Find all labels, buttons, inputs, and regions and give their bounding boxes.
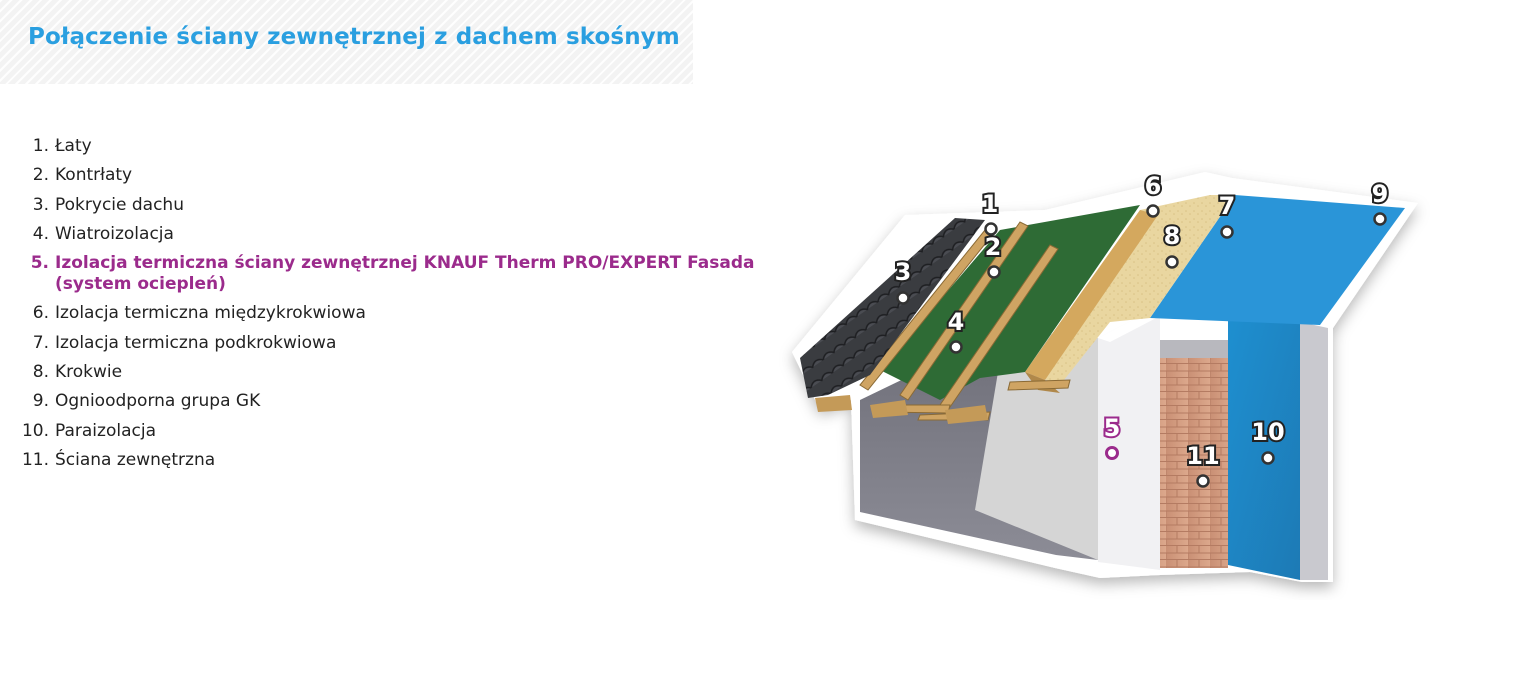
legend-item-number: 7. — [32, 332, 49, 353]
legend-item-label: Ściana zewnętrzna — [55, 449, 216, 470]
legend-item: 11. Ściana zewnętrzna — [0, 450, 775, 471]
legend-item-number: 8. — [32, 362, 49, 383]
svg-text:3: 3 — [895, 258, 912, 286]
header-band: Połączenie ściany zewnętrznej z dachem s… — [0, 0, 693, 84]
diagram-markers: 1 2 3 4 5 6 7 8 — [893, 170, 1390, 488]
legend-item-highlighted: 5. Izolacja termiczna ściany zewnętrznej … — [0, 253, 775, 295]
legend-item: 8. Krokwie — [0, 362, 775, 383]
legend-item-label: Izolacja termiczna podkrokwiowa — [55, 332, 337, 353]
vapor-barrier-ceiling — [1150, 195, 1405, 325]
wall-top-beam — [1160, 340, 1228, 358]
legend-item-number: 11. — [21, 449, 49, 470]
brick-wall — [1160, 358, 1228, 568]
svg-text:1: 1 — [982, 190, 999, 218]
legend-item-label: Ognioodporna grupa GK — [55, 391, 261, 412]
legend-item-number: 1. — [32, 136, 49, 156]
marker-1: 1 — [980, 188, 1000, 236]
marker-5: 5 — [1102, 412, 1122, 460]
legend-item: 10. Paraizolacja — [0, 421, 775, 442]
svg-text:7: 7 — [1219, 192, 1236, 220]
roof-wall-cross-section-diagram: 1 2 3 4 5 6 7 8 — [792, 170, 1418, 582]
marker-8: 8 — [1162, 220, 1182, 269]
legend-list: 1. Łaty 2. Kontrłaty 3. Pokrycie dachu 4. Wi… — [0, 136, 775, 479]
svg-text:9: 9 — [1372, 180, 1389, 208]
legend-item-label: Łaty — [55, 136, 92, 156]
legend-item-number: 5. — [30, 253, 49, 274]
svg-text:6: 6 — [1145, 172, 1162, 200]
marker-10: 10 — [1249, 416, 1287, 465]
legend-item-label: Wiatroizolacja — [55, 223, 174, 244]
legend-item: 2. Kontrłaty — [0, 165, 775, 186]
page-title: Połączenie ściany zewnętrznej z dachem s… — [28, 24, 680, 50]
legend-item-number: 4. — [32, 223, 49, 244]
mineral-wool-insulation — [1025, 195, 1235, 385]
legend-item-label: Pokrycie dachu — [55, 194, 184, 215]
facade-insulation-eps — [1098, 312, 1160, 570]
legend-item-number: 2. — [32, 165, 49, 186]
legend-item: 9. Ognioodporna grupa GK — [0, 391, 775, 412]
legend-item-number: 9. — [32, 391, 49, 412]
svg-text:2: 2 — [985, 233, 1002, 261]
legend-item: 3. Pokrycie dachu — [0, 195, 775, 216]
legend-item-label: Izolacja termiczna ściany zewnętrznej KN… — [55, 253, 755, 295]
facade-insulation-eps-top — [1098, 312, 1160, 342]
marker-9: 9 — [1370, 178, 1390, 226]
eave-beams — [815, 395, 988, 424]
marker-4: 4 — [946, 306, 966, 354]
marker-2: 2 — [983, 231, 1003, 279]
roof-shingles — [800, 218, 985, 398]
legend-item-label: Izolacja termiczna międzykrokwiowa — [55, 303, 366, 324]
rafter-beam — [1025, 210, 1158, 380]
gypsum-board-wall — [1300, 322, 1328, 580]
svg-text:8: 8 — [1164, 222, 1181, 250]
legend-item-number: 6. — [32, 303, 49, 324]
legend-item: 6. Izolacja termiczna międzykrokwiowa — [0, 303, 775, 324]
legend-item-label: Paraizolacja — [55, 420, 156, 441]
legend-item-number: 10. — [21, 420, 49, 441]
svg-text:5: 5 — [1104, 414, 1121, 442]
svg-text:4: 4 — [948, 308, 965, 336]
svg-text:11: 11 — [1186, 442, 1219, 470]
vapor-barrier-wall — [1228, 318, 1300, 580]
legend-item: 4. Wiatroizolacja — [0, 224, 775, 245]
marker-7: 7 — [1217, 190, 1237, 239]
legend-item: 1. Łaty — [0, 136, 775, 157]
svg-text:10: 10 — [1251, 418, 1284, 446]
marker-6: 6 — [1143, 170, 1163, 218]
marker-11: 11 — [1184, 440, 1222, 488]
marker-3: 3 — [893, 256, 913, 305]
legend-item: 7. Izolacja termiczna podkrokwiowa — [0, 333, 775, 354]
legend-item-number: 3. — [32, 194, 49, 215]
legend-item-label: Krokwie — [55, 362, 123, 383]
legend-item-label: Kontrłaty — [55, 165, 133, 186]
